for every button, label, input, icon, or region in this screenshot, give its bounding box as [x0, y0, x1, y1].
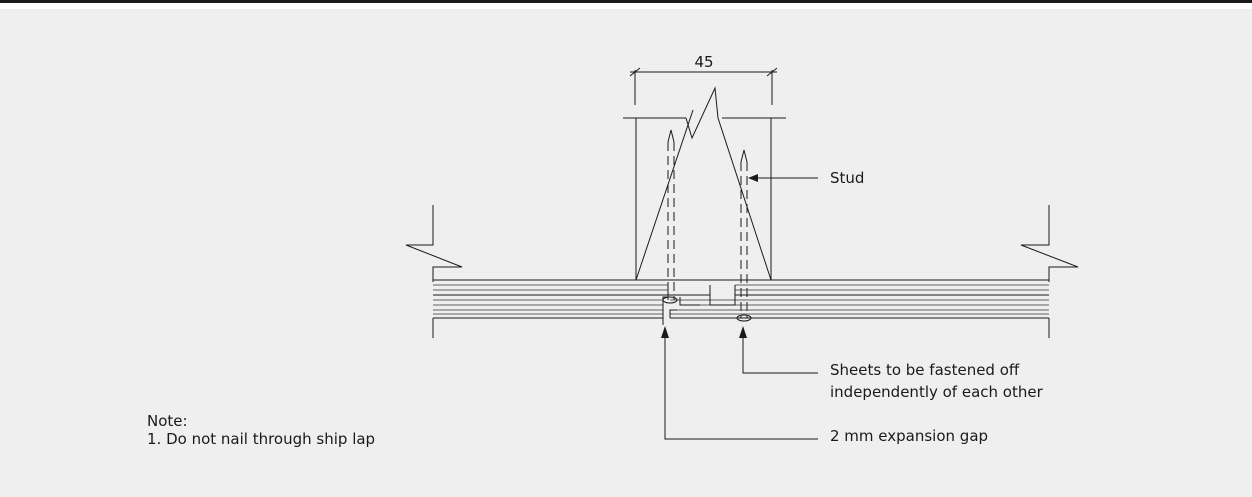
leader-sheets: Sheets to be fastened off independently … [739, 326, 1044, 401]
dimension-45: 45 [629, 53, 778, 105]
dimension-text: 45 [694, 53, 713, 71]
sheet-left [433, 279, 1049, 319]
label-sheets-line1: Sheets to be fastened off [830, 361, 1020, 379]
label-gap: 2 mm expansion gap [830, 427, 988, 445]
label-sheets-line2: independently of each other [830, 383, 1044, 401]
left-break [405, 205, 463, 338]
sheet-right [670, 284, 1049, 319]
drawing-panel [0, 9, 1252, 497]
stud [623, 86, 786, 318]
top-rule [0, 0, 1252, 3]
ship-lap-joint [662, 285, 752, 325]
note-item-1: 1. Do not nail through ship lap [147, 430, 376, 448]
note-block: Note: 1. Do not nail through ship lap [147, 412, 375, 448]
label-stud: Stud [830, 169, 864, 187]
leader-stud: Stud [748, 169, 864, 187]
right-break [1020, 205, 1079, 338]
note-heading: Note: [147, 412, 188, 430]
leader-gap: 2 mm expansion gap [661, 326, 988, 445]
